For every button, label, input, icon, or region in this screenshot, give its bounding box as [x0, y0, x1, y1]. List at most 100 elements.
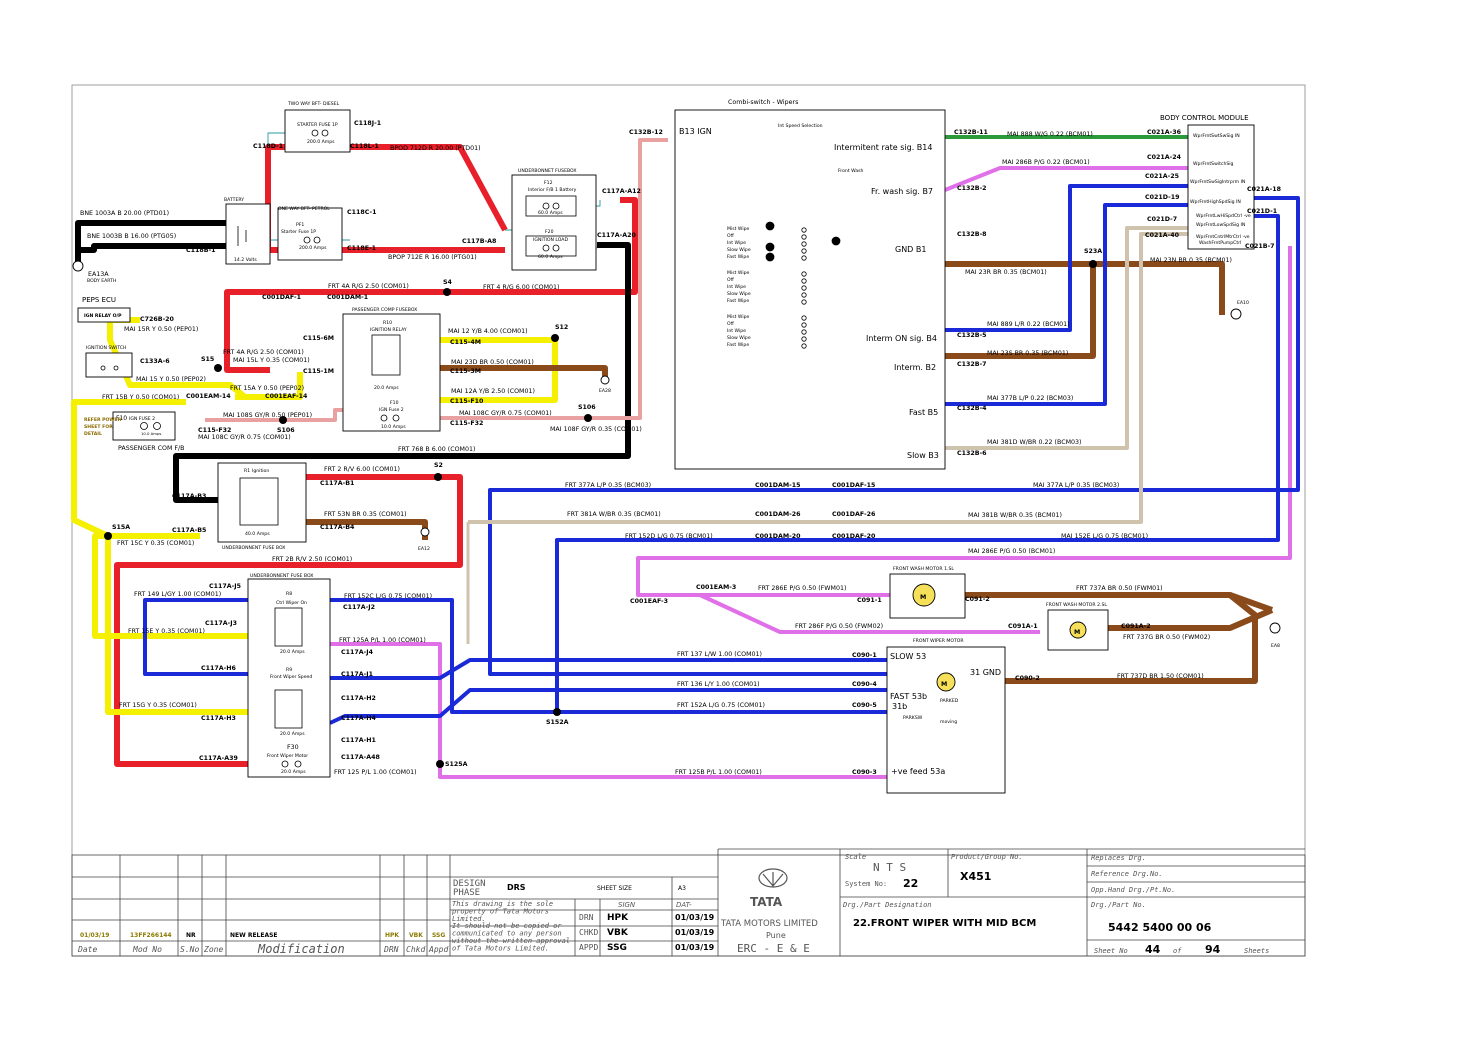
wire-label: FRT 2B R/V 2.50 (COM01)	[272, 556, 352, 563]
wire-label: MAI 377A L/P 0.35 (BCM03)	[1033, 482, 1119, 489]
int-speed-label: Int Speed Selection	[778, 123, 823, 129]
connector-label: C021D-7	[1147, 216, 1177, 223]
one-way-amps: 200.0 Amps	[299, 245, 327, 251]
connector-label: C117A-J2	[343, 604, 375, 611]
small-label: EA8	[1271, 643, 1280, 649]
sheet-size: A3	[678, 885, 686, 892]
role-sign: VBK	[607, 928, 629, 938]
wire-label: MAI 23R BR 0.35 (BCM01)	[965, 269, 1047, 276]
connector-label: C117A-A48	[341, 754, 380, 761]
battery-title: BATTERY	[224, 197, 244, 203]
switch-pin-label: Slow B3	[907, 451, 939, 460]
connector-label: C117A-H3	[201, 715, 236, 722]
connector-label: C117A-H4	[341, 715, 377, 722]
front-wiper-motor-box	[886, 646, 1006, 794]
r9-name: R9	[286, 667, 292, 673]
product: X451	[960, 870, 991, 883]
r8-sub: Ctrl Wiper On	[276, 600, 307, 606]
wire-label: FRT 286E P/G 0.50 (FWM01)	[758, 585, 846, 592]
ign-switch-title: IGNITION SWITCH	[86, 345, 126, 351]
connector-label: C001EAF-3	[630, 598, 668, 605]
header-chkd: Chkd	[406, 945, 425, 954]
connector-label: C090-5	[852, 702, 877, 709]
wire-label: MAI 286E P/G 0.50 (BCM01)	[968, 548, 1055, 555]
earth-ground-icon	[600, 375, 610, 385]
copyright-note: without the written approval	[452, 937, 570, 945]
r8-name: R8	[286, 591, 292, 597]
wire-label: FRT 53N BR 0.35 (COM01)	[324, 511, 407, 518]
wiper-31b: 31b	[892, 702, 907, 711]
small-label: WashFrntPumpCtrl	[1199, 240, 1241, 246]
system-no: 22	[903, 877, 918, 890]
connector-label: S125A	[445, 761, 468, 768]
replaces-label: Replaces Drg.	[1091, 854, 1146, 862]
fuse-icon	[321, 129, 329, 137]
role-appd: APPD	[579, 943, 598, 952]
connector-label: C133A-6	[140, 358, 170, 365]
rev-drn: HPK	[385, 932, 399, 939]
sheets-total: 94	[1205, 943, 1221, 956]
one-way-bft-box	[277, 207, 343, 261]
connector-label: C091A-1	[1008, 623, 1038, 630]
relay-coil-icon	[274, 689, 303, 729]
splice-dot-icon	[443, 288, 451, 296]
sheet-size-label: SHEET SIZE	[597, 885, 632, 892]
connector-label: C726B-20	[140, 316, 175, 323]
switch-pin-label: Interm. B2	[894, 363, 936, 372]
ign-fuse2-caption: PASSENGER COM F/B	[118, 445, 184, 452]
wiper-moving: moving	[940, 719, 957, 725]
connector-label: C021A-25	[1145, 173, 1179, 180]
connector-label: C132B-11	[954, 129, 988, 136]
wires	[71, 135, 1300, 779]
wash-motor-1-m: M	[920, 594, 926, 601]
header-appd: Appd	[428, 945, 448, 954]
connector-label: C132B-5	[957, 332, 987, 339]
of-label: of	[1173, 947, 1182, 955]
connector-label: C115-3M	[450, 368, 481, 375]
combi-switch-box	[674, 109, 946, 470]
r1-sub: Ignition	[252, 468, 269, 474]
wire-label: FRT 136 L/Y 1.00 (COM01)	[677, 681, 760, 688]
copyright-note: communicated to any person	[452, 930, 562, 938]
wire-label: FRT 737G BR 0.50 (FWM02)	[1123, 634, 1210, 641]
small-label: WprFrntSwtSwSig IN	[1193, 133, 1240, 139]
product-label: Product/Group No.	[951, 853, 1023, 861]
ign-fuse2-sub: IGN FUSE 2	[129, 416, 155, 422]
peps-title: PEPS ECU	[82, 296, 116, 304]
connector-label: C021A-18	[1247, 186, 1281, 193]
connector-label: C091A-2	[1121, 623, 1151, 630]
splice-dot-icon	[553, 708, 561, 716]
switch-pin-label: Intermitent rate sig. B14	[834, 143, 932, 152]
opp-hand-label: Opp.Hand Drg./Pt.No.	[1091, 886, 1175, 894]
connector-label: C021A-36	[1147, 129, 1182, 136]
connector-label: S152A	[546, 719, 569, 726]
r1-amps: 40.0 Amps	[245, 531, 270, 537]
design-phase-label-2: PHASE	[453, 888, 480, 898]
refer-line-2: SHEET FOR	[84, 424, 113, 430]
connector-label: C090-2	[1015, 675, 1040, 682]
f10-name: F10	[390, 400, 399, 406]
role-sign: SSG	[607, 943, 627, 953]
sheet-no-label: Sheet No	[1094, 947, 1128, 955]
connector-label: C091-1	[857, 597, 882, 604]
wire-label: FRT 125 P/L 1.00 (COM01)	[334, 769, 417, 776]
f12-name: F12	[544, 180, 553, 186]
wire-label: FRT 149 L/GY 1.00 (COM01)	[134, 591, 221, 598]
refer-line-3: DETAIL	[84, 431, 102, 437]
small-label: WprFrntSwitchSig	[1193, 161, 1234, 167]
small-label: Int Wipe	[727, 284, 746, 290]
connector-label: C117A-J5	[209, 583, 241, 590]
wire-label: FRT 286F P/G 0.50 (FWM02)	[795, 623, 883, 630]
splice-dot-icon	[1089, 260, 1097, 268]
ea13a-label: EA13A	[88, 271, 109, 278]
wire-label: MAI 23S BR 0.35 (BCM01)	[987, 350, 1068, 357]
refer-line-1: REFER POWER	[84, 417, 122, 423]
connector-label: S12	[555, 324, 568, 331]
small-label: EA12	[418, 546, 430, 552]
relay-coil-icon	[274, 607, 303, 647]
wire-label: MAI 108C GY/R 0.75 (COM01)	[459, 410, 552, 417]
f12-amps: 60.0 Amps	[538, 210, 563, 216]
scale: N T S	[873, 861, 906, 874]
rev-modification: NEW RELEASE	[230, 932, 278, 939]
